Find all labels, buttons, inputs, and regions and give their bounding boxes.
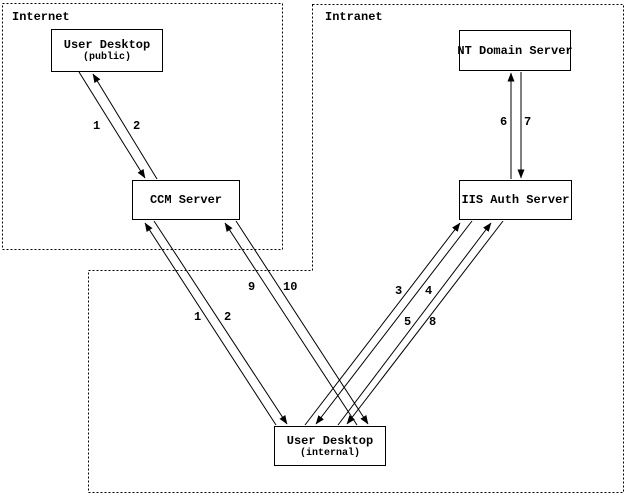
node-user-desktop-internal: User Desktop (internal) [274,426,386,466]
node-subtitle: (internal) [299,447,360,459]
node-title: CCM Server [149,193,222,207]
flow-label-step-1-internal: 1 [194,310,202,324]
flow-label-step-1-public: 1 [93,119,101,133]
flow-label-step-8: 8 [429,315,437,329]
flow-line-1-public-desktop-to-ccm [78,71,146,179]
flow-label-step-7: 7 [524,115,532,129]
node-subtitle: (public) [82,52,131,63]
flow-label-step-3: 3 [395,284,403,298]
internet-zone-border [2,3,283,250]
flow-line-4-iis-to-internal-desktop [315,220,473,425]
internet-zone-label: Internet [12,10,70,24]
flow-label-step-10: 10 [283,280,298,294]
flow-line-3-internal-desktop-to-iis [304,222,461,426]
node-title: User Desktop [63,38,151,52]
node-nt-domain-server: NT Domain Server [457,30,573,71]
node-title: NT Domain Server [457,43,573,58]
node-title: User Desktop [286,433,374,448]
flow-label-step-2-public: 2 [133,119,141,133]
node-ccm-server: CCM Server [132,180,240,220]
flow-line-5-internal-desktop-to-iis [337,222,492,426]
flow-label-step-2-internal: 2 [224,310,232,324]
flow-label-step-4: 4 [425,284,433,298]
flow-line-2-ccm-to-internal-desktop [153,220,288,425]
intranet-zone-label: Intranet [325,10,383,24]
flow-label-step-5: 5 [404,315,412,329]
node-title: IIS Auth Server [461,193,570,207]
flow-line-2-ccm-to-public-desktop [92,73,158,180]
flow-line-8-iis-to-internal-desktop [346,220,504,425]
intranet-zone-border [88,4,624,493]
node-user-desktop-public: User Desktop (public) [51,29,163,72]
flow-label-step-6: 6 [500,115,508,129]
node-iis-auth-server: IIS Auth Server [459,180,572,220]
flow-line-1-internal-desktop-to-ccm [144,222,277,426]
flow-line-9-internal-desktop-to-ccm [224,222,358,426]
flow-label-step-9: 9 [248,280,256,294]
flow-line-10-ccm-to-internal-desktop [235,220,369,425]
